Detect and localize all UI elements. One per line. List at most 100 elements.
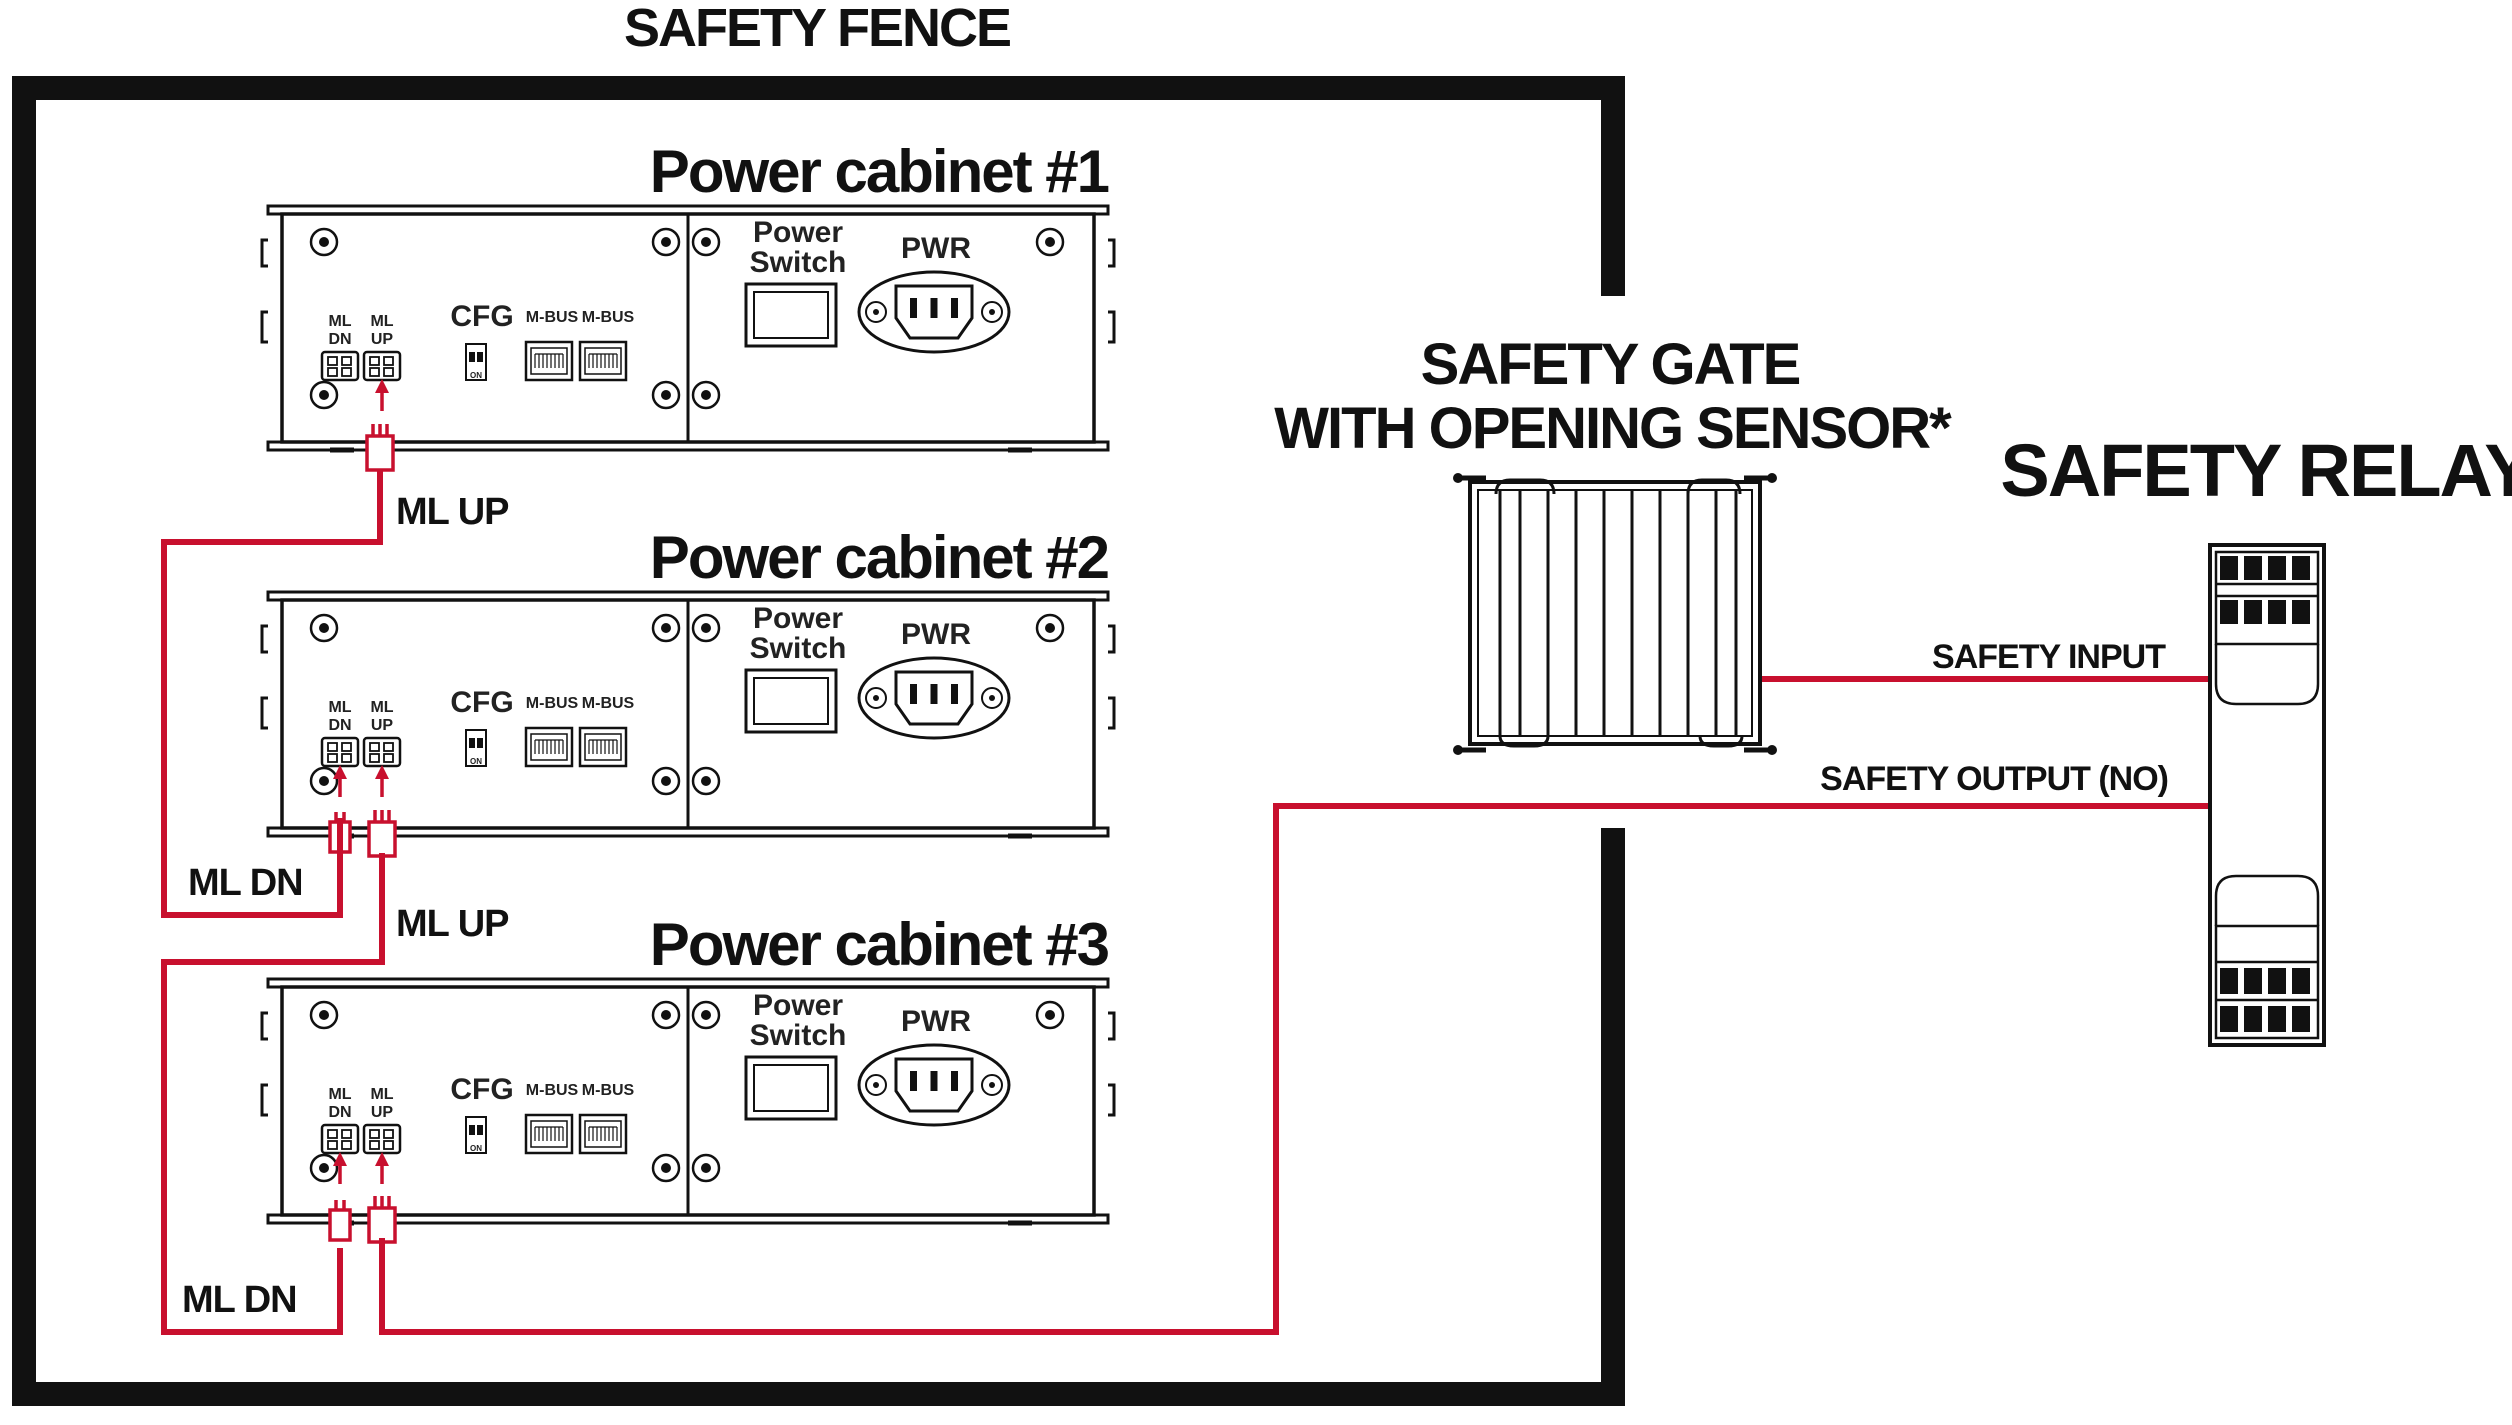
screw-icon bbox=[651, 613, 681, 643]
ml-up-port-icon bbox=[362, 736, 402, 768]
label-ml-up-2: ML UP bbox=[396, 903, 509, 945]
label-safety-output: SAFETY OUTPUT (NO) bbox=[1820, 760, 2168, 798]
label-ml-dn-3: ML DN bbox=[182, 1279, 297, 1321]
iec-power-inlet-icon bbox=[857, 1043, 1011, 1127]
mbus-port-1-icon bbox=[524, 1113, 574, 1155]
power-switch-rocker-icon bbox=[753, 291, 829, 339]
dip-on-label: ON bbox=[470, 371, 482, 380]
mbus-label-2: M-BUS bbox=[582, 1082, 635, 1099]
screw-icon bbox=[651, 1153, 681, 1183]
ml-up-label-line2: UP bbox=[371, 717, 394, 734]
mbus-label-1: M-BUS bbox=[526, 1082, 579, 1099]
screw-icon bbox=[691, 1153, 721, 1183]
wire-ml-dn-3-to-relay bbox=[379, 803, 2210, 1335]
ml-up-label-line1: ML bbox=[370, 313, 393, 330]
ml-dn-label-line2: DN bbox=[328, 331, 351, 348]
cabinet-title: Power cabinet #3 bbox=[650, 911, 1109, 978]
label-safety-input: SAFETY INPUT bbox=[1932, 638, 2166, 676]
mbus-port-2-icon bbox=[578, 340, 628, 382]
screw-icon bbox=[651, 380, 681, 410]
screw-icon bbox=[691, 380, 721, 410]
power-switch-label-2: Switch bbox=[750, 246, 847, 279]
cfg-label: CFG bbox=[450, 686, 513, 719]
safety-gate-icon bbox=[1453, 473, 1777, 755]
gate-title-line1: SAFETY GATE bbox=[1421, 332, 1800, 397]
screw-icon bbox=[651, 1000, 681, 1030]
cabinet-title: Power cabinet #1 bbox=[650, 138, 1109, 205]
relay-bottom-terminals bbox=[2220, 968, 2310, 1032]
ml-dn-label-line1: ML bbox=[328, 313, 351, 330]
cfg-label: CFG bbox=[450, 1073, 513, 1106]
screw-icon bbox=[691, 1000, 721, 1030]
power-switch-label-1: Power bbox=[753, 216, 843, 249]
screw-icon bbox=[309, 227, 339, 257]
wire-ml-up-1 bbox=[161, 470, 383, 918]
screw-icon bbox=[309, 380, 339, 410]
pwr-label: PWR bbox=[901, 1005, 971, 1038]
label-ml-dn-2: ML DN bbox=[188, 862, 303, 904]
power-switch-rocker-icon bbox=[753, 1064, 829, 1112]
screw-icon bbox=[309, 613, 339, 643]
safety-fence-outline bbox=[12, 76, 1625, 1406]
wire-ml-up-2 bbox=[161, 853, 385, 1335]
dip-toggle-icon bbox=[469, 352, 475, 362]
dip-toggle-icon bbox=[477, 738, 483, 748]
fence-title: SAFETY FENCE bbox=[624, 0, 1010, 58]
screw-icon bbox=[309, 1000, 339, 1030]
screw-icon bbox=[309, 1153, 339, 1183]
dip-toggle-icon bbox=[477, 352, 483, 362]
screw-icon bbox=[1035, 613, 1065, 643]
relay-top-terminals bbox=[2220, 556, 2310, 624]
screw-icon bbox=[309, 766, 339, 796]
screw-icon bbox=[691, 613, 721, 643]
screw-icon bbox=[691, 766, 721, 796]
screw-icon bbox=[1035, 227, 1065, 257]
relay-title: SAFETY RELAY bbox=[2000, 429, 2512, 512]
ml-up-port-icon bbox=[362, 350, 402, 382]
ml-dn-label-line2: DN bbox=[328, 1104, 351, 1121]
safety-relay-icon bbox=[2208, 543, 2326, 1047]
mbus-port-1-icon bbox=[524, 340, 574, 382]
ml-dn-label-line1: ML bbox=[328, 1086, 351, 1103]
screw-icon bbox=[691, 227, 721, 257]
label-ml-up-1: ML UP bbox=[396, 491, 509, 533]
cfg-label: CFG bbox=[450, 300, 513, 333]
cabinet-title: Power cabinet #2 bbox=[650, 524, 1108, 591]
power-switch-rocker-icon bbox=[753, 677, 829, 725]
screw-icon bbox=[651, 766, 681, 796]
ml-dn-port-icon bbox=[320, 736, 360, 768]
iec-power-inlet-icon bbox=[857, 270, 1011, 354]
mbus-label-2: M-BUS bbox=[582, 695, 635, 712]
power-switch-label-2: Switch bbox=[750, 1019, 847, 1052]
dip-toggle-icon bbox=[477, 1125, 483, 1135]
mbus-port-2-icon bbox=[578, 1113, 628, 1155]
cabinet-side-tabs bbox=[260, 238, 1116, 344]
mbus-label-1: M-BUS bbox=[526, 309, 579, 326]
mbus-label-2: M-BUS bbox=[582, 309, 635, 326]
ml-up-label-line2: UP bbox=[371, 1104, 394, 1121]
ml-dn-port-icon bbox=[320, 1123, 360, 1155]
mbus-port-2-icon bbox=[578, 726, 628, 768]
pwr-label: PWR bbox=[901, 232, 971, 265]
pwr-label: PWR bbox=[901, 618, 971, 651]
power-switch-label-1: Power bbox=[753, 989, 843, 1022]
iec-power-inlet-icon bbox=[857, 656, 1011, 740]
screw-icon bbox=[1035, 1000, 1065, 1030]
cabinet-side-tabs bbox=[260, 1011, 1116, 1117]
ml-dn-label-line2: DN bbox=[328, 717, 351, 734]
dip-on-label: ON bbox=[470, 757, 482, 766]
mbus-label-1: M-BUS bbox=[526, 695, 579, 712]
ml-up-label-line2: UP bbox=[371, 331, 394, 348]
screw-icon bbox=[651, 227, 681, 257]
cabinet-side-tabs bbox=[260, 624, 1116, 730]
ml-up-label-line1: ML bbox=[370, 1086, 393, 1103]
gate-title-line2: WITH OPENING SENSOR* bbox=[1274, 396, 1952, 461]
ml-dn-port-icon bbox=[320, 350, 360, 382]
power-switch-label-1: Power bbox=[753, 602, 843, 635]
power-switch-label-2: Switch bbox=[750, 632, 847, 665]
